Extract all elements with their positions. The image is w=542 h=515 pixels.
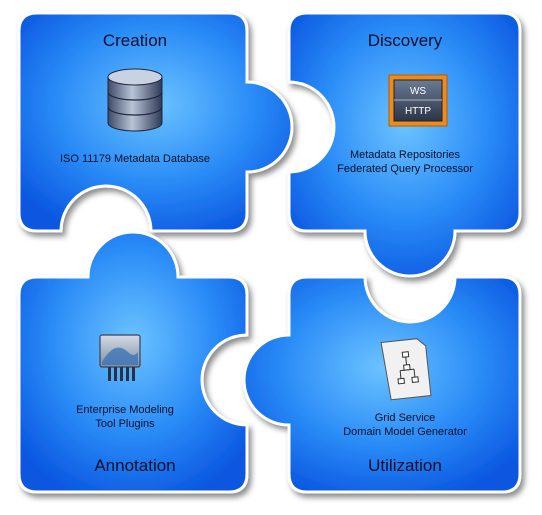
plugin-icon (99, 334, 141, 381)
utilization-puzzle-piece (242, 275, 522, 494)
annotation-title: Annotation (94, 456, 175, 475)
creation-caption: ISO 11179 Metadata Database (60, 153, 210, 165)
http-label: HTTP (405, 106, 431, 117)
web-service-icon: WS HTTP (388, 74, 448, 127)
document-diagram-icon (380, 338, 432, 401)
discovery-puzzle-piece (287, 11, 522, 278)
discovery-title: Discovery (368, 31, 443, 50)
annotation-caption-line-1: Enterprise Modeling (76, 404, 174, 416)
database-icon (107, 68, 163, 132)
discovery-caption-line-1: Metadata Repositories (350, 149, 461, 161)
ws-label: WS (410, 86, 426, 97)
discovery-caption-line-2: Federated Query Processor (337, 163, 473, 175)
creation-title: Creation (103, 31, 167, 50)
utilization-caption-line-1: Grid Service (375, 412, 436, 424)
utilization-title: Utilization (368, 456, 442, 475)
annotation-caption-line-2: Tool Plugins (95, 418, 155, 430)
utilization-caption-line-2: Domain Model Generator (343, 426, 467, 438)
